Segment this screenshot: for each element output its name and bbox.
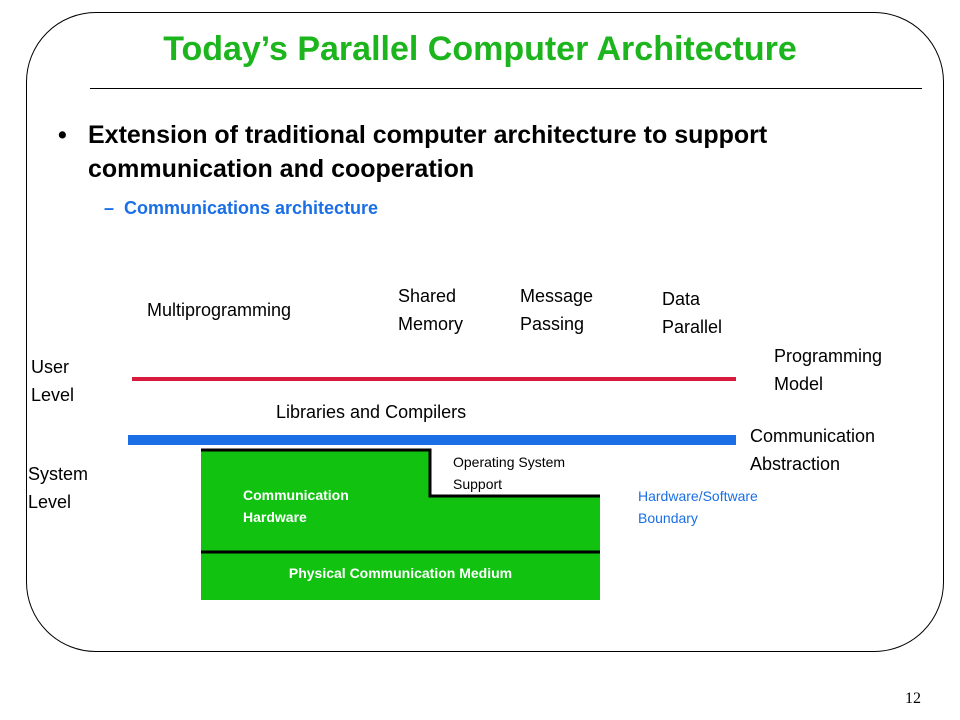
programming-model-label: Programming Model [774,346,883,394]
title-underline [90,88,922,89]
model-shared-memory: Shared Memory [398,286,464,334]
sub-bullet-marker: – [104,198,115,218]
libraries-label: Libraries and Compilers [276,402,467,422]
physical-medium-label: Physical Communication Medium [288,565,513,581]
os-support-label: Operating System Support [453,454,566,492]
user-level-label: User Level [31,357,75,405]
sub-bullet-text: Communications architecture [124,198,379,218]
comm-hardware-label: Communication Hardware [243,487,349,525]
slide-frame [26,12,944,652]
os-support-boundary [201,448,600,498]
bullet-marker: • [58,121,67,149]
model-data-parallel: Data Parallel [662,289,723,337]
model-message-passing: Message Passing [520,286,594,334]
sub-bullet: –Communications architecture [104,198,378,219]
system-level-label: System Level [28,464,89,512]
communication-abstraction-bar [128,435,736,445]
page-number: 12 [905,690,921,707]
communication-abstraction-label: Communication Abstraction [750,426,876,474]
slide-title: Today’s Parallel Computer Architecture [163,30,797,68]
hw-sw-boundary-label: Hardware/Software Boundary [638,488,758,526]
model-multiprogramming: Multiprogramming [147,300,292,320]
bullet-text: Extension of traditional computer archit… [88,121,768,183]
communication-hardware-block [201,450,600,600]
